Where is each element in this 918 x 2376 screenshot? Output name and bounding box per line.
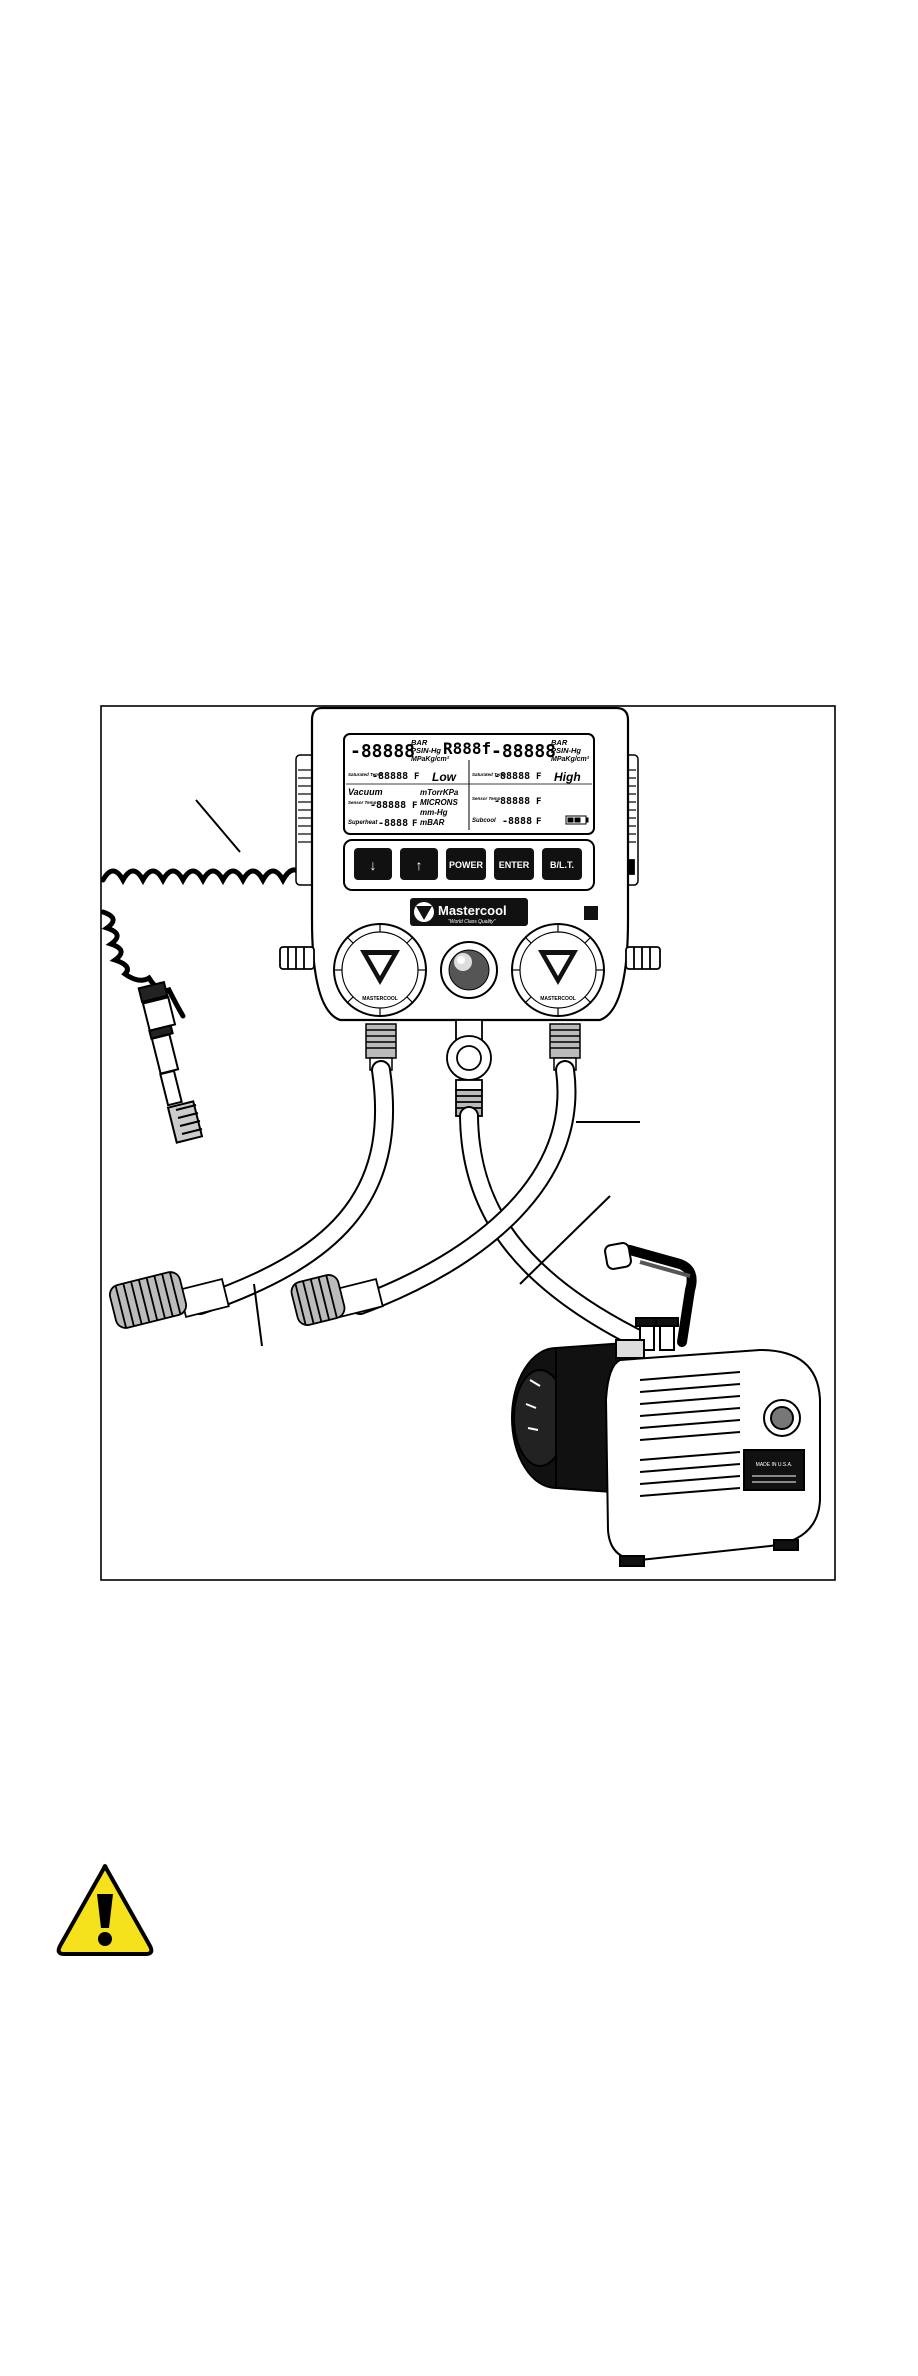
brand-plate: Mastercool "World Class Quality" (410, 898, 528, 926)
lcd-low-label: Low (432, 770, 457, 784)
lcd-unit-left-1: BAR (411, 738, 428, 747)
center-tee-fitting (446, 1019, 492, 1117)
lcd-vac-unit-2: MICRONS (420, 798, 458, 807)
lcd-unit-right-2: PSIN-Hg (551, 746, 581, 755)
brand-tagline: "World Class Quality" (448, 919, 496, 925)
mastercool-logo-icon (414, 902, 434, 922)
lcd-unit-right-1: BAR (551, 738, 568, 747)
digital-manifold: -88888 BAR PSIN-Hg MPaKg/cm² R888f -8888… (279, 706, 661, 1022)
lcd-sensor-digits-left: -88888 (370, 800, 406, 811)
leader-lines (253, 1121, 640, 1347)
up-button[interactable]: ↑ (400, 848, 438, 880)
lcd-temp-unit-5: F (412, 819, 417, 829)
low-side-valve-knob[interactable]: MASTERCOOL (333, 923, 427, 1017)
lcd-sensor-digits-right: -88888 (494, 796, 530, 807)
lcd-sat-temp-right: Saturated Temp (472, 772, 506, 777)
svg-text:ENTER: ENTER (499, 860, 530, 870)
low-valve-label: MASTERCOOL (362, 996, 398, 1002)
pump-plate-text: MADE IN U.S.A. (756, 1462, 793, 1468)
leader-line-probe (195, 799, 241, 853)
lcd-high-label: High (554, 770, 581, 784)
lcd-vacuum-label: Vacuum (348, 787, 383, 797)
lcd-sat-digits-right: -88888 (494, 771, 530, 782)
power-button[interactable]: POWER (446, 848, 486, 880)
high-valve-label: MASTERCOOL (540, 996, 576, 1002)
lcd-unit-left-2: PSIN-Hg (411, 746, 441, 755)
lcd-sensor-temp-left: Sensor Temp (348, 800, 377, 805)
lcd-vac-unit-1: mTorrKPa (420, 788, 459, 797)
side-ports (279, 859, 661, 970)
lcd-temp-unit-4: F (536, 797, 541, 807)
backlight-button[interactable]: B/L.T. (542, 848, 582, 880)
lcd-unit-left-3: MPaKg/cm² (411, 756, 450, 763)
lcd-sat-temp-left: Saturated Temp (348, 772, 382, 777)
svg-text:B/L.T.: B/L.T. (550, 860, 574, 870)
high-side-valve-knob[interactable]: MASTERCOOL (511, 923, 605, 1017)
enter-button[interactable]: ENTER (494, 848, 534, 880)
lcd-right-digits: -88888 (491, 741, 556, 762)
sight-glass (440, 941, 498, 999)
sensor-port (584, 906, 598, 920)
lcd-superheat-digits: -8888 (378, 818, 408, 829)
temperature-probe (137, 980, 204, 1144)
lcd-vac-unit-4: mBAR (420, 818, 445, 827)
lcd-left-digits: -88888 (350, 741, 415, 762)
lcd-temp-unit-2: F (536, 772, 541, 782)
lcd-vac-unit-3: mm-Hg (420, 808, 448, 817)
lcd-unit-right-3: MPaKg/cm² (551, 756, 590, 763)
lcd-refrigerant: R888f (443, 739, 491, 758)
svg-text:↓: ↓ (370, 857, 377, 873)
lcd-subcool-label: Subcool (472, 818, 496, 824)
lcd-superheat-label: Superheat (348, 820, 378, 826)
brand-name: Mastercool (438, 903, 507, 918)
lcd-subcool-digits: -8888 (502, 816, 532, 827)
lcd-sensor-temp-right: Sensor Temp (472, 796, 501, 801)
svg-text:↑: ↑ (416, 857, 423, 873)
temperature-probe-cable (100, 855, 356, 1019)
hoses (190, 1060, 650, 1350)
battery-icon (565, 815, 589, 825)
svg-text:POWER: POWER (449, 860, 484, 870)
low-side-coupler (108, 1271, 230, 1329)
vacuum-pump: MADE IN U.S.A. (511, 1242, 821, 1567)
high-side-coupler (290, 1274, 384, 1326)
lcd-temp-unit-6: F (536, 817, 541, 827)
lcd-temp-unit-1: F (414, 772, 419, 782)
lcd-temp-unit-3: F (412, 801, 417, 811)
warning-triangle-icon (56, 1864, 154, 1956)
lcd-sat-digits-left: -88888 (372, 771, 408, 782)
down-button[interactable]: ↓ (354, 848, 392, 880)
